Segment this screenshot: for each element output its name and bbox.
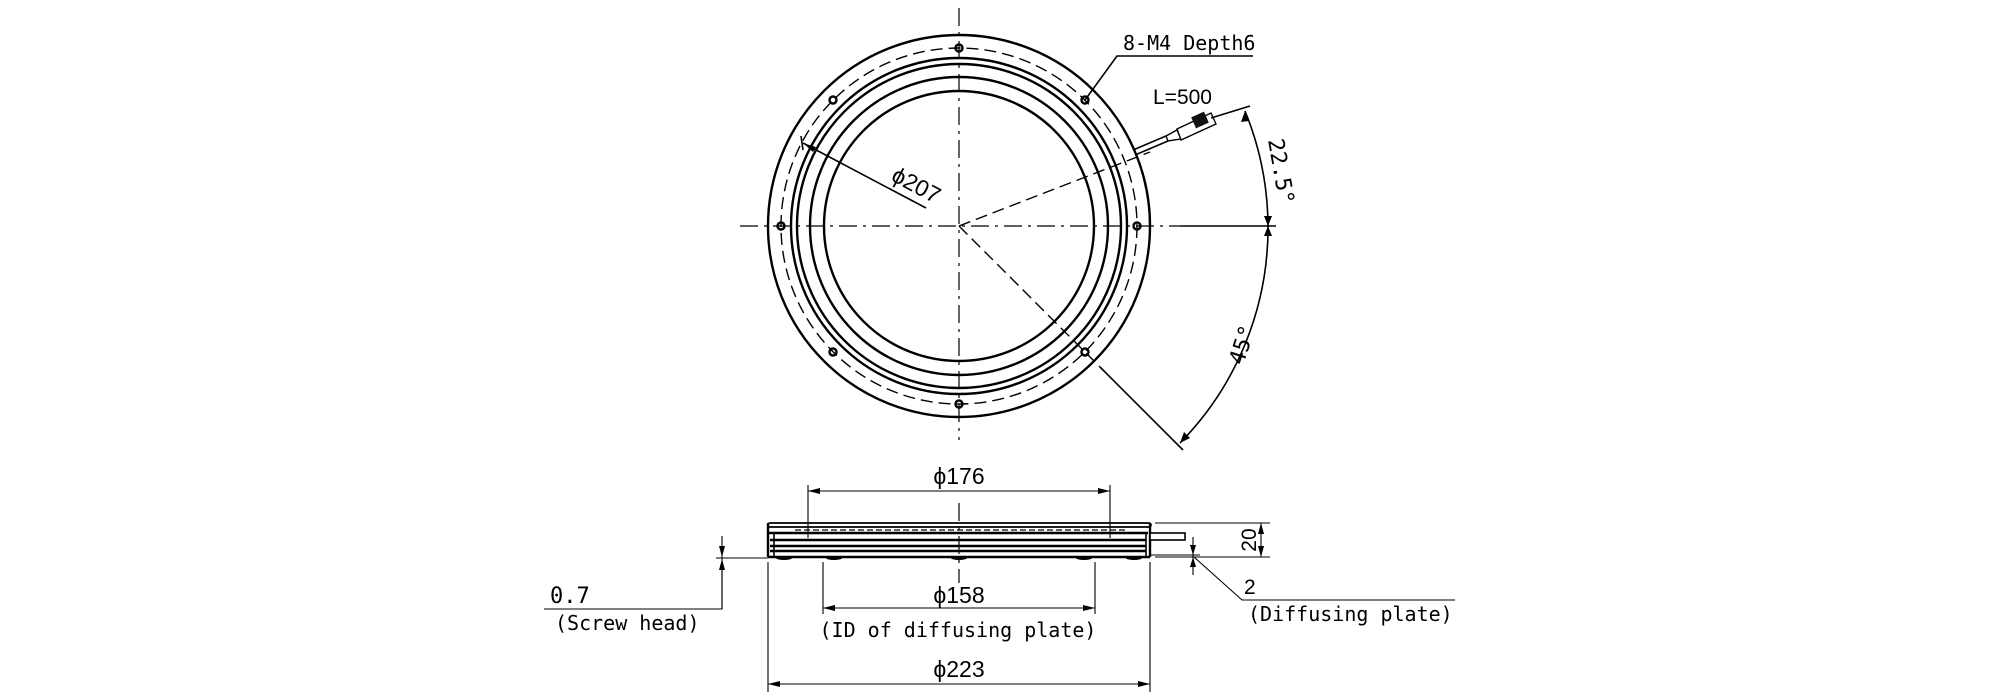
holes-leader bbox=[1084, 55, 1253, 101]
side-view: ϕ176 ϕ158 (ID of diffusing plate) ϕ223 2… bbox=[544, 463, 1455, 692]
bolt-hole-icon bbox=[1080, 347, 1090, 357]
bolt-hole-icon bbox=[954, 399, 964, 409]
angle-22-5-arc bbox=[1244, 110, 1269, 227]
cable-length-label: L=500 bbox=[1153, 86, 1212, 109]
height-label: 20 bbox=[1238, 528, 1261, 551]
bolt-hole-icon bbox=[1080, 95, 1090, 105]
screw-head-leader bbox=[544, 569, 723, 610]
cable-stub bbox=[1149, 532, 1186, 541]
tapped-holes-label: 8-M4 Depth6 bbox=[1123, 31, 1255, 55]
diffuser-label: 2 bbox=[1244, 576, 1256, 599]
screw-head-icon bbox=[826, 556, 842, 560]
angle-45-label: 45° bbox=[1225, 322, 1261, 368]
top-plate bbox=[767, 522, 1152, 528]
bolt-hole-icon bbox=[828, 95, 838, 105]
bolt-hole-icon bbox=[776, 221, 786, 231]
dia-158-label: ϕ158 bbox=[933, 582, 984, 608]
angle-45-arc bbox=[1179, 225, 1269, 444]
dia-207-label: ϕ207 bbox=[888, 161, 945, 208]
cable-icon bbox=[1132, 105, 1251, 156]
dia-223-label: ϕ223 bbox=[933, 656, 984, 682]
screw-head-icon bbox=[1076, 556, 1092, 560]
bolt-holes bbox=[776, 43, 1142, 409]
bolt-hole-icon bbox=[954, 43, 964, 53]
bolt-hole-icon bbox=[1132, 221, 1142, 231]
bolt-hole-icon bbox=[828, 347, 838, 357]
hole-axis-line bbox=[958, 225, 1101, 368]
dia-207-dim-line bbox=[802, 142, 927, 209]
screw-head-icon bbox=[951, 556, 967, 560]
screw-head-note: (Screw head) bbox=[555, 611, 700, 635]
cable-axis-line bbox=[958, 151, 1151, 227]
dia-158-note: (ID of diffusing plate) bbox=[820, 618, 1097, 642]
diffuser-leader bbox=[1193, 556, 1455, 601]
screw-head-label: 0.7 bbox=[550, 584, 590, 609]
screw-head-icon bbox=[1126, 556, 1142, 560]
dia-176-label: ϕ176 bbox=[933, 463, 984, 489]
screw-head-icon bbox=[776, 556, 792, 560]
diffuser-note: (Diffusing plate) bbox=[1248, 602, 1453, 626]
top-view: 8-M4 Depth6 L=500 ϕ207 22.5° 45° bbox=[740, 8, 1298, 451]
angle-22-5-label: 22.5° bbox=[1262, 137, 1298, 207]
